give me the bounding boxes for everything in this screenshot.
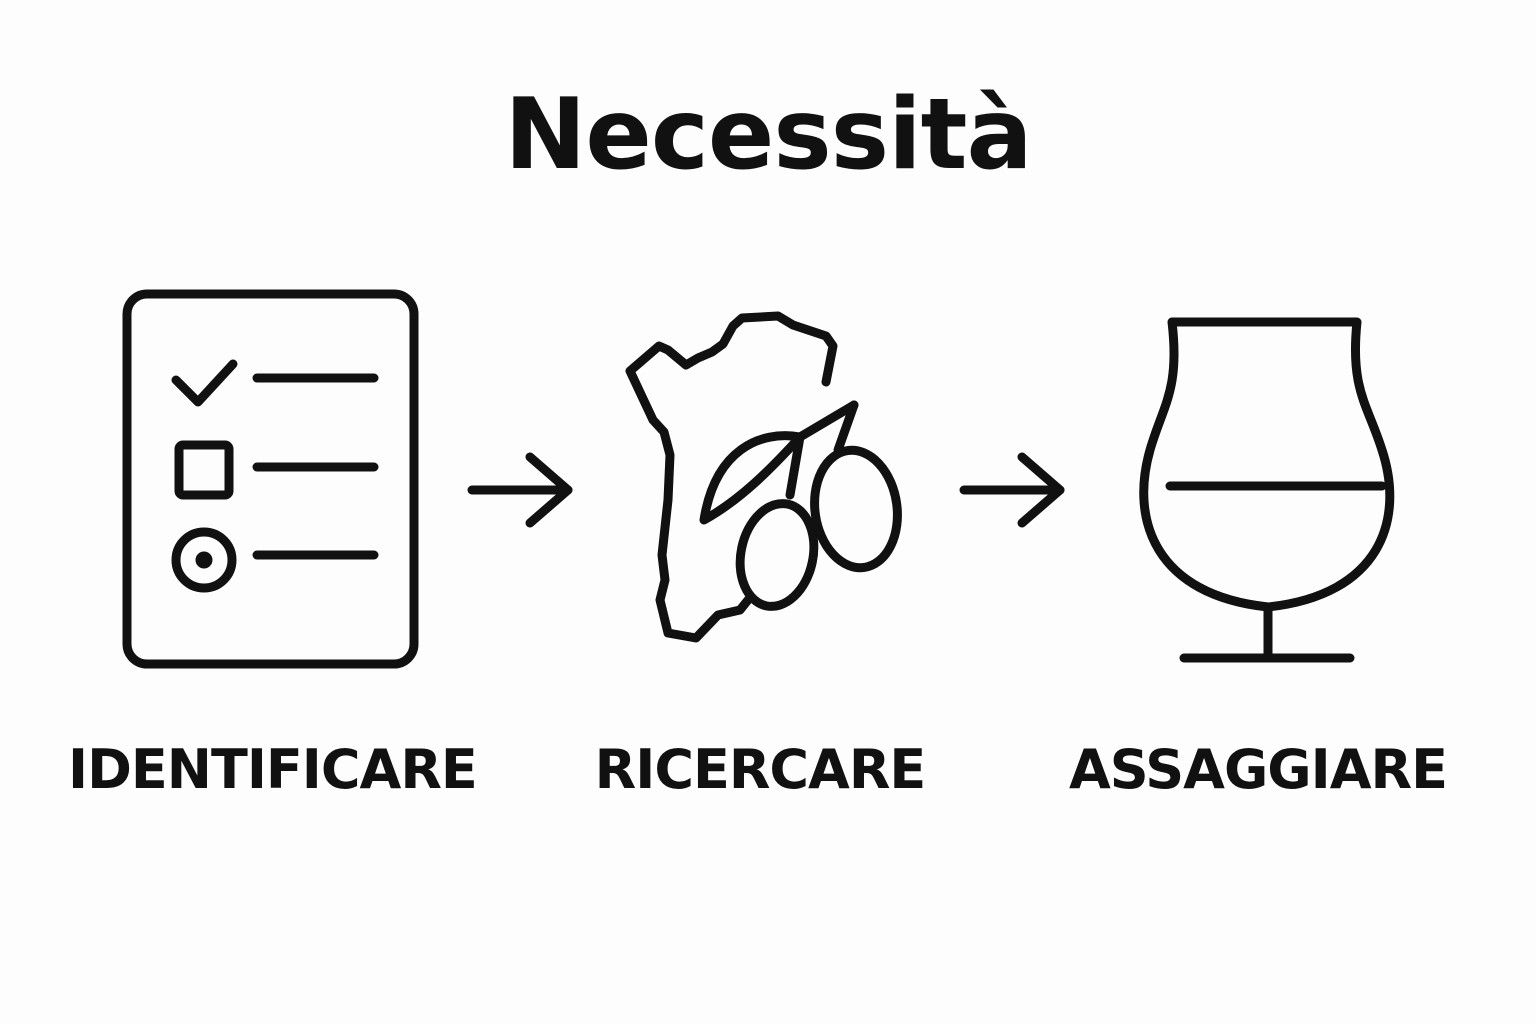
step-label-assaggiare: ASSAGGIARE [1069,738,1448,801]
step-label-identificare: IDENTIFICARE [68,738,478,801]
arrow-icon [959,452,1065,528]
step-label-ricercare: RICERCARE [594,738,927,801]
arrow-icon [467,452,573,528]
checklist-icon [122,289,419,669]
glass-icon [1139,317,1395,663]
sardinia-olive-icon [625,311,902,643]
diagram-title: Necessità [504,78,1032,192]
